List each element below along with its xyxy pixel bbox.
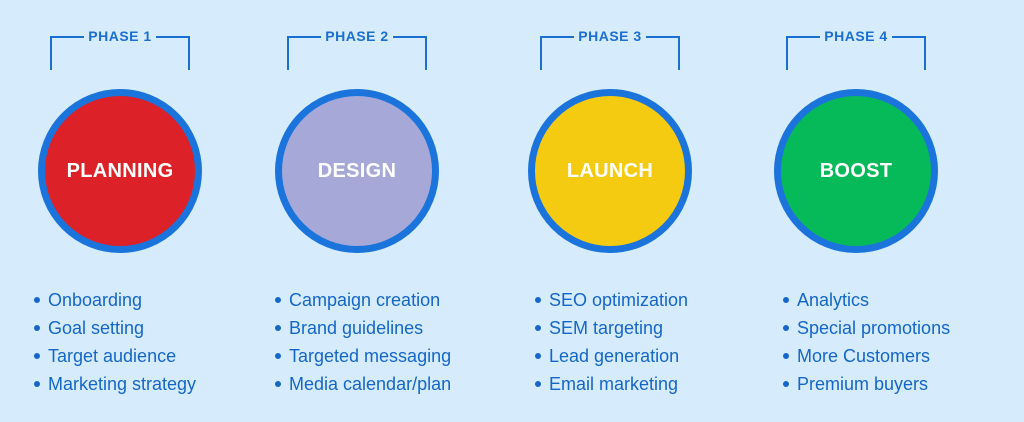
list-item: Media calendar/plan: [273, 370, 451, 398]
phase-label: PHASE 1: [88, 28, 152, 44]
phase-label: PHASE 4: [824, 28, 888, 44]
list-item: Campaign creation: [273, 286, 451, 314]
bullet-icon: [535, 297, 541, 303]
bullet-icon: [535, 381, 541, 387]
phase-bracket: PHASE 2: [287, 28, 427, 70]
phase-circle-boost: BOOST: [774, 89, 938, 253]
phase-item-list: SEO optimization SEM targeting Lead gene…: [533, 286, 688, 398]
phase-circle-planning: PLANNING: [38, 89, 202, 253]
bullet-icon: [275, 325, 281, 331]
list-item: Special promotions: [781, 314, 950, 342]
phase-column-4: PHASE 4 BOOST Analytics Special promotio…: [736, 0, 976, 422]
phase-title: BOOST: [819, 159, 893, 182]
bracket-left: [786, 36, 820, 70]
list-item: Goal setting: [32, 314, 196, 342]
phase-column-3: PHASE 3 LAUNCH SEO optimization SEM targ…: [490, 0, 730, 422]
bullet-icon: [275, 381, 281, 387]
bullet-icon: [34, 381, 40, 387]
phase-bracket: PHASE 1: [50, 28, 190, 70]
phase-bracket: PHASE 4: [786, 28, 926, 70]
list-item: Brand guidelines: [273, 314, 451, 342]
bullet-icon: [783, 381, 789, 387]
bullet-icon: [34, 325, 40, 331]
phase-item-list: Analytics Special promotions More Custom…: [781, 286, 950, 398]
bracket-left: [50, 36, 84, 70]
bullet-icon: [34, 297, 40, 303]
list-item: Lead generation: [533, 342, 688, 370]
bracket-right: [892, 36, 926, 70]
bracket-right: [646, 36, 680, 70]
bullet-icon: [783, 325, 789, 331]
list-item: More Customers: [781, 342, 950, 370]
list-item: Analytics: [781, 286, 950, 314]
bullet-icon: [783, 353, 789, 359]
bracket-right: [156, 36, 190, 70]
bracket-right: [393, 36, 427, 70]
phase-item-list: Onboarding Goal setting Target audience …: [32, 286, 196, 398]
list-item: Email marketing: [533, 370, 688, 398]
phase-label: PHASE 3: [578, 28, 642, 44]
list-item: Marketing strategy: [32, 370, 196, 398]
bullet-icon: [783, 297, 789, 303]
list-item: SEM targeting: [533, 314, 688, 342]
phase-item-list: Campaign creation Brand guidelines Targe…: [273, 286, 451, 398]
phase-title: DESIGN: [317, 159, 397, 182]
phase-circle-launch: LAUNCH: [528, 89, 692, 253]
phase-column-1: PHASE 1 PLANNING Onboarding Goal setting…: [0, 0, 240, 422]
phase-column-2: PHASE 2 DESIGN Campaign creation Brand g…: [237, 0, 477, 422]
bullet-icon: [535, 325, 541, 331]
phase-title: LAUNCH: [566, 159, 654, 182]
list-item: SEO optimization: [533, 286, 688, 314]
bullet-icon: [535, 353, 541, 359]
list-item: Target audience: [32, 342, 196, 370]
bullet-icon: [34, 353, 40, 359]
bullet-icon: [275, 297, 281, 303]
phase-title: PLANNING: [66, 159, 174, 182]
bracket-left: [287, 36, 321, 70]
phase-bracket: PHASE 3: [540, 28, 680, 70]
list-item: Premium buyers: [781, 370, 950, 398]
phase-circle-design: DESIGN: [275, 89, 439, 253]
list-item: Targeted messaging: [273, 342, 451, 370]
phase-label: PHASE 2: [325, 28, 389, 44]
bullet-icon: [275, 353, 281, 359]
list-item: Onboarding: [32, 286, 196, 314]
bracket-left: [540, 36, 574, 70]
